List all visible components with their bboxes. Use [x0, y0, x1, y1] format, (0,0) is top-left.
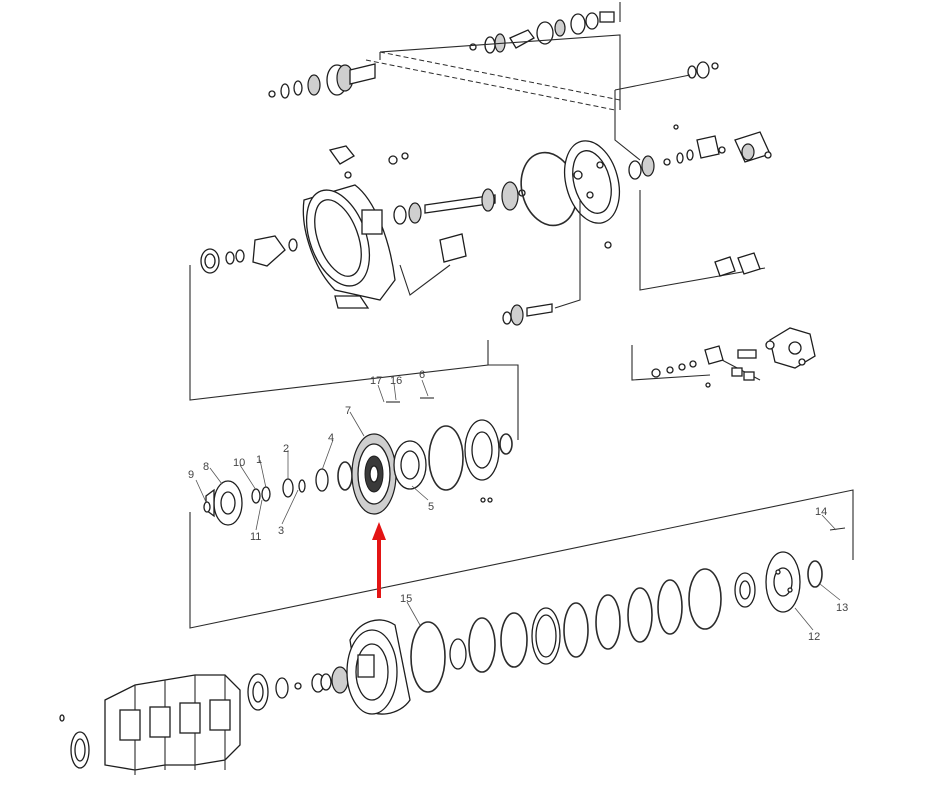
housing-cover-right [563, 140, 655, 249]
bottom-assembly [59, 527, 846, 775]
part-15-housing [346, 619, 411, 715]
callout-8: 8 [203, 461, 209, 473]
right-side-parts [614, 61, 772, 291]
callout-11: 11 [250, 531, 261, 543]
callout-3: 3 [278, 525, 284, 537]
ring-e [531, 607, 561, 665]
red-arrow [372, 522, 386, 598]
ring-h [627, 587, 653, 643]
callout-labels: 17 16 6 7 5 4 2 3 10 1 11 9 8 14 15 13 1… [188, 369, 848, 643]
ring-f [563, 602, 589, 658]
callout-14: 14 [815, 506, 827, 518]
part-11-ring [261, 486, 271, 502]
ring-g [595, 594, 621, 650]
pump-assembly [631, 327, 816, 388]
callout-1: 1 [256, 454, 262, 466]
ring-a [410, 621, 446, 693]
callout-9: 9 [188, 469, 194, 481]
callout-5: 5 [428, 501, 434, 513]
housing-left-small-parts [200, 235, 298, 274]
callout-4: 4 [328, 432, 334, 444]
part-13-ring [807, 560, 823, 588]
gearbox-housing-left [302, 145, 409, 309]
ring-b [449, 638, 467, 670]
part-4-bearing [315, 468, 329, 492]
part-6-oring [428, 425, 464, 491]
part-9-ring [203, 501, 211, 513]
part-6-disc [464, 419, 500, 481]
callout-2: 2 [283, 443, 289, 455]
callout-12: 12 [808, 631, 820, 643]
part-12-bearing [734, 572, 756, 608]
sprocket [59, 674, 241, 775]
idler-gear [502, 200, 581, 326]
part-7-gear [351, 433, 397, 515]
callout-15: 15 [400, 593, 412, 605]
callout-17: 17 [370, 375, 382, 387]
callout-7: 7 [345, 405, 351, 417]
callout-leaders [195, 379, 841, 631]
callout-13: 13 [836, 602, 848, 614]
top-shaft-gear [268, 63, 376, 99]
top-right-small-parts [469, 2, 621, 54]
part-12-cover [765, 551, 801, 613]
callout-6: 6 [419, 369, 425, 381]
ring-j [688, 568, 722, 630]
ring-c [468, 617, 496, 673]
part-3-ring [298, 479, 306, 493]
part-6-seal [499, 433, 513, 455]
callout-10: 10 [233, 457, 245, 469]
middle-assembly [189, 397, 854, 629]
part-2-bearing [282, 478, 294, 498]
part-5-carrier [393, 440, 427, 490]
part-4-oring [337, 461, 353, 491]
main-shaft [393, 181, 526, 225]
part-8-hub [205, 480, 243, 526]
callout-16: 16 [390, 375, 402, 387]
hub-small-parts [247, 666, 349, 711]
ring-i [657, 579, 683, 635]
part-10-ring [251, 488, 261, 504]
ring-d [500, 612, 528, 668]
top-assembly [189, 2, 816, 440]
